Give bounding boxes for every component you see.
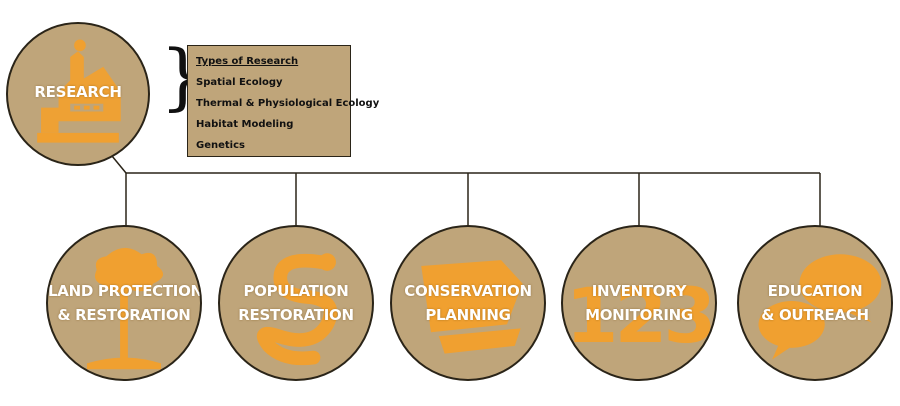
- research-type-item: Genetics: [196, 140, 245, 151]
- research-type-item: Spatial Ecology: [196, 77, 283, 88]
- plan-document-icon: [421, 260, 523, 354]
- conservation-planning-label: CONSERVATION PLANNING: [392, 279, 544, 327]
- label-line-2: RESTORATION: [238, 306, 354, 324]
- research-type-item: Habitat Modeling: [196, 119, 294, 130]
- land-protection-node: LAND PROTECTION & RESTORATION: [46, 225, 202, 381]
- research-stem-line: [111, 155, 127, 174]
- tree-icon: [86, 247, 164, 370]
- research-label: RESEARCH: [34, 83, 122, 101]
- numbers-123-icon: 123: [566, 271, 715, 360]
- inventory-monitoring-label: INVENTORY MONITORING: [563, 279, 715, 327]
- label-line-1: CONSERVATION: [404, 282, 532, 300]
- label-line-2: & OUTREACH: [761, 306, 869, 324]
- education-outreach-label: EDUCATION & OUTREACH: [739, 279, 891, 327]
- research-type-item: Thermal & Physiological Ecology: [196, 98, 380, 109]
- lab-equipment-icon: [37, 39, 121, 143]
- label-line-2: & RESTORATION: [57, 306, 191, 324]
- population-restoration-label: POPULATION RESTORATION: [220, 279, 372, 327]
- education-outreach-node: EDUCATION & OUTREACH: [737, 225, 893, 381]
- types-of-research-box: Types of Research Spatial Ecology Therma…: [187, 45, 380, 157]
- inventory-monitoring-node: 123 INVENTORY MONITORING: [561, 225, 717, 381]
- types-of-research-title: Types of Research: [196, 56, 299, 67]
- land-protection-label: LAND PROTECTION & RESTORATION: [48, 279, 200, 327]
- label-line-1: EDUCATION: [767, 282, 863, 300]
- conservation-planning-node: CONSERVATION PLANNING: [390, 225, 546, 381]
- label-line-1: INVENTORY: [591, 282, 687, 300]
- research-node: RESEARCH: [6, 22, 150, 166]
- svg-text:123: 123: [566, 271, 713, 360]
- label-line-1: POPULATION: [243, 282, 349, 300]
- population-restoration-node: POPULATION RESTORATION: [218, 225, 374, 381]
- label-line-2: PLANNING: [425, 306, 511, 324]
- label-line-2: MONITORING: [585, 306, 693, 324]
- speech-bubbles-icon: [758, 254, 882, 360]
- label-line-1: LAND PROTECTION: [48, 282, 202, 300]
- snake-icon: [257, 253, 338, 366]
